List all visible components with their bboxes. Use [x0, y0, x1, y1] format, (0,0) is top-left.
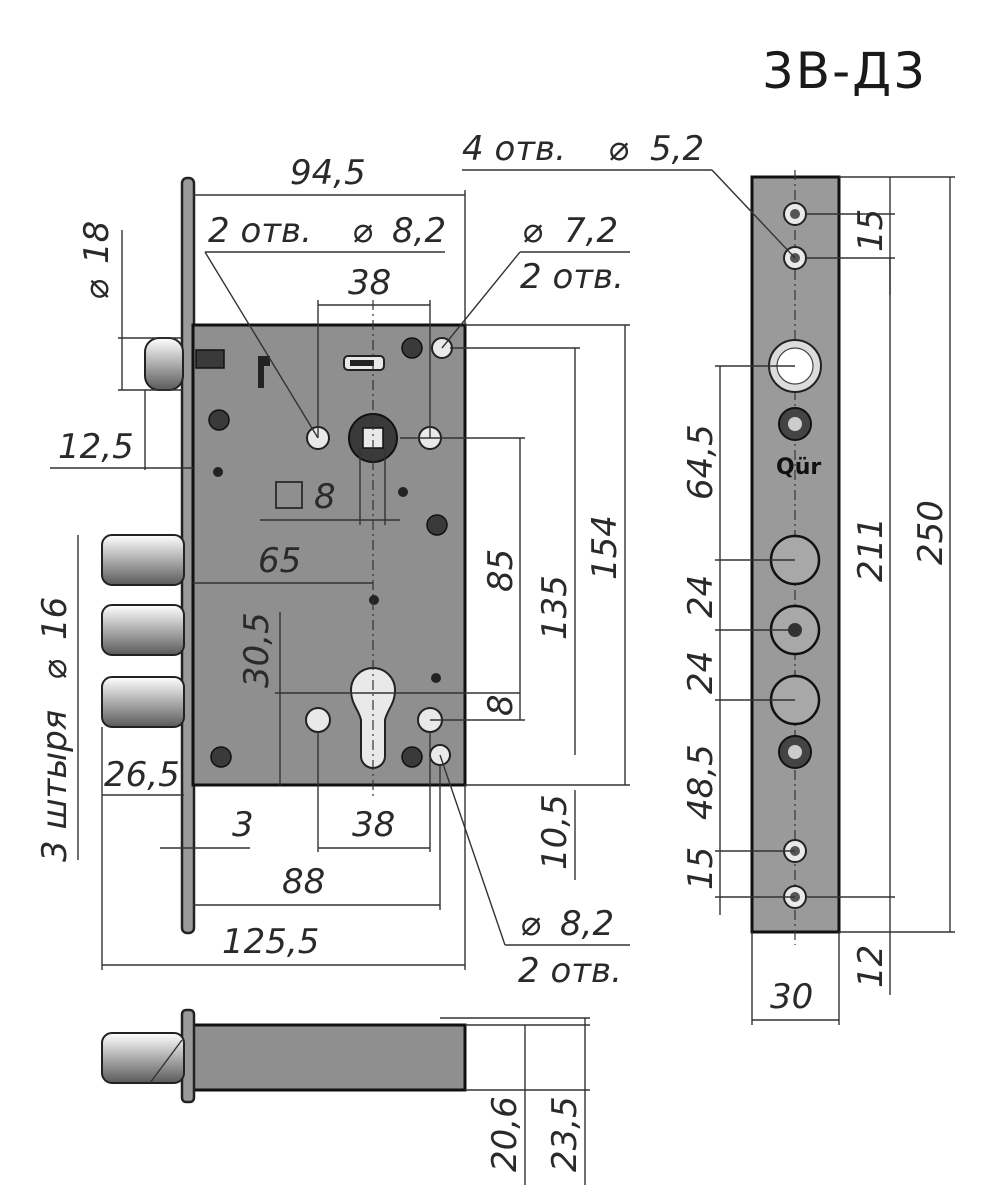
dim-8: 8 [481, 694, 521, 716]
screw-upper-left [208, 409, 230, 431]
dim-125-5: 125,5 [222, 922, 319, 962]
dia-symbol: ⌀ [77, 279, 117, 300]
dim-12: 12 [851, 945, 891, 988]
dim-23-5: 23,5 [545, 1096, 585, 1172]
dia-symbol: ⌀ [520, 904, 541, 944]
square-symbol [275, 481, 303, 509]
dia-symbol: ⌀ [608, 129, 629, 169]
dia-symbol: ⌀ [522, 211, 543, 251]
dia-symbol: ⌀ [35, 659, 75, 680]
model-title: 3В-Д3 [762, 42, 927, 100]
label-holes-8-2-bottom: 2 отв. [518, 951, 622, 991]
dim-dia-7-2: 7,2 [564, 211, 618, 251]
pin-1 [101, 534, 185, 586]
dim-38-bottom: 38 [352, 805, 395, 845]
dim-15-bottom: 15 [681, 847, 721, 890]
front-view [101, 176, 467, 935]
dim-square-8: 8 [314, 477, 336, 517]
dim-dia-8-2-top: 8,2 [392, 211, 446, 251]
dim-10-5: 10,5 [535, 794, 575, 870]
pin-top-view [101, 1032, 185, 1084]
dim-30-5: 30,5 [237, 612, 277, 688]
screw-top-right [401, 337, 423, 359]
dim-3: 3 [232, 805, 254, 845]
dim-94-5: 94,5 [290, 153, 366, 193]
dim-250: 250 [911, 500, 951, 565]
dim-38-top: 38 [348, 263, 391, 303]
pin-3 [101, 676, 185, 728]
pin-2 [101, 604, 185, 656]
dim-dia-8-2-bottom: 8,2 [560, 904, 614, 944]
label-holes-5-2: 4 отв. [462, 129, 566, 169]
dim-15-top: 15 [851, 209, 891, 252]
dim-135: 135 [535, 575, 575, 640]
hole-lower-left [305, 707, 331, 733]
dim-85: 85 [481, 549, 521, 592]
dim-64-5: 64,5 [681, 424, 721, 500]
rivet-2 [398, 487, 408, 497]
label-holes-7-2: 2 отв. [520, 257, 624, 297]
dim-48-5: 48,5 [681, 744, 721, 820]
latch-bolt [144, 337, 184, 391]
front-dimension-texts: 94,5 2 отв. ⌀ 8,2 ⌀ 7,2 2 отв. 38 ⌀ 18 1… [35, 153, 625, 991]
lock-body [191, 323, 467, 787]
dim-24-b: 24 [681, 651, 721, 694]
dim-154: 154 [585, 515, 625, 580]
dim-20-6: 20,6 [485, 1096, 525, 1172]
side-dimension-texts: 4 отв. ⌀ 5,2 15 64,5 24 24 48,5 15 211 2… [462, 129, 951, 1017]
dim-88: 88 [282, 862, 325, 902]
rivet-1 [213, 467, 223, 477]
dim-30: 30 [770, 977, 813, 1017]
label-pins: 3 штыря [35, 710, 75, 862]
dim-dia-5-2: 5,2 [650, 129, 704, 169]
dim-24-a: 24 [681, 575, 721, 618]
rivet-4 [431, 673, 441, 683]
dim-65: 65 [258, 541, 301, 581]
bottom-dimension-texts: 20,6 23,5 [485, 1096, 585, 1172]
front-dimension-lines [50, 190, 630, 970]
dia-symbol: ⌀ [352, 211, 373, 251]
brand-logo: Qür [776, 455, 821, 480]
rivet-3 [369, 595, 379, 605]
side-view-faceplate: Qür [750, 170, 841, 945]
screw-bottom-right [401, 746, 423, 768]
dim-26-5: 26,5 [104, 755, 180, 795]
top-slot-inner [350, 360, 374, 366]
bottom-view [101, 1008, 590, 1185]
dim-211: 211 [851, 517, 891, 582]
dim-dia-16: 16 [35, 597, 75, 640]
body-top-view [191, 1023, 467, 1092]
screw-mid-right [426, 514, 448, 536]
side-dimension-lines [462, 169, 955, 1025]
dim-dia-18: 18 [77, 221, 117, 264]
dim-12-5: 12,5 [58, 427, 134, 467]
label-holes-8-2-top: 2 отв. [208, 211, 312, 251]
latch-lever [258, 356, 270, 388]
screw-bottom-left [210, 746, 232, 768]
latch-slot [195, 349, 225, 369]
